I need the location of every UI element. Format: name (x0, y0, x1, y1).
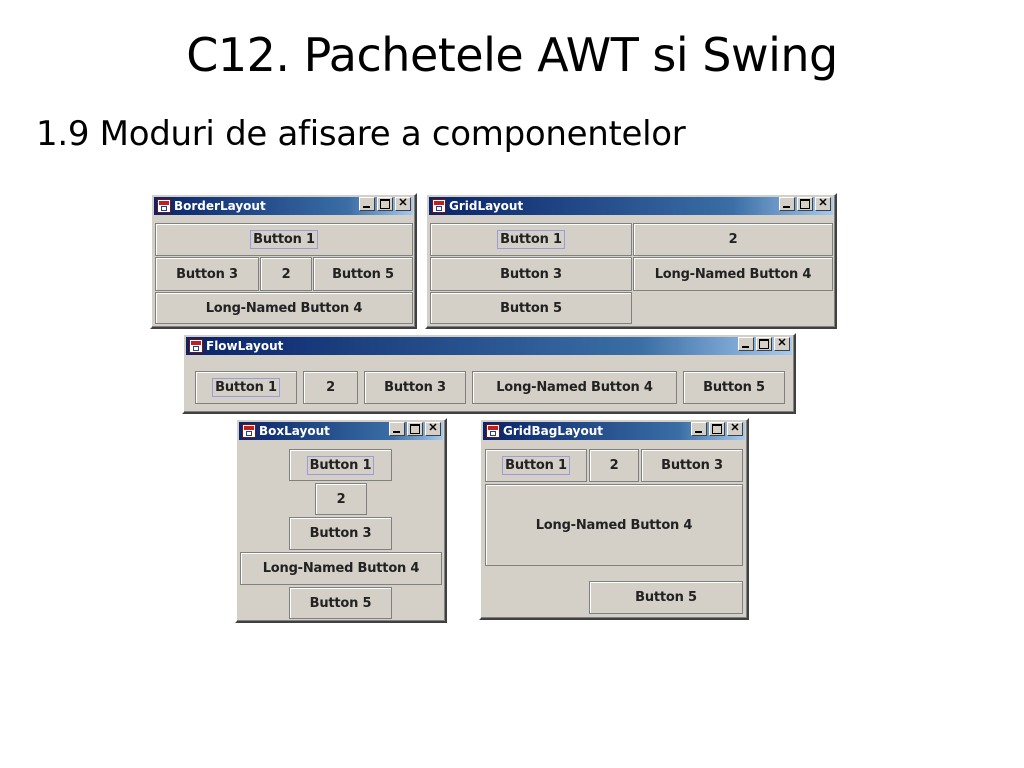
window-title: GridLayout (449, 199, 524, 213)
button-label: Button 3 (309, 526, 372, 541)
button-3[interactable]: Button 3 (430, 257, 632, 291)
java-app-icon (486, 424, 500, 438)
close-icon[interactable] (815, 197, 831, 211)
window-controls (738, 337, 790, 351)
button-3[interactable]: Button 3 (641, 449, 743, 482)
button-label: 2 (281, 266, 291, 282)
window-title: GridBagLayout (503, 424, 604, 438)
button-1[interactable]: Button 1 (430, 223, 632, 256)
button-2[interactable]: 2 (260, 257, 312, 291)
button-label: Button 1 (306, 455, 375, 475)
button-1[interactable]: Button 1 (155, 223, 413, 256)
window-controls (389, 422, 441, 436)
button-1[interactable]: Button 1 (485, 449, 587, 482)
close-icon[interactable] (425, 422, 441, 436)
button-label: Button 3 (384, 380, 446, 395)
long-named-button-4[interactable]: Long-Named Button 4 (633, 257, 833, 291)
button-5[interactable]: Button 5 (430, 292, 632, 324)
button-label: Button 5 (309, 595, 372, 611)
button-label: 2 (728, 232, 738, 247)
button-label: 2 (609, 458, 619, 473)
button-label: Long-Named Button 4 (535, 517, 693, 533)
window-title: BoxLayout (259, 424, 330, 438)
button-label: Button 5 (635, 590, 697, 605)
minimize-icon[interactable] (738, 337, 754, 351)
button-3[interactable]: Button 3 (364, 371, 466, 404)
long-named-button-4[interactable]: Long-Named Button 4 (240, 552, 442, 585)
java-app-icon (242, 424, 256, 438)
java-app-icon (432, 199, 446, 213)
button-2[interactable]: 2 (303, 371, 358, 404)
gridbaglayout-window: GridBagLayout Button 1 2 Button 3 Long-N… (479, 418, 749, 620)
gridlayout-window: GridLayout Button 1 2 Button 3 Long-Name… (425, 193, 837, 329)
button-label: Button 3 (176, 266, 238, 282)
button-1[interactable]: Button 1 (195, 371, 297, 404)
window-titlebar[interactable]: FlowLayout (186, 337, 792, 355)
minimize-icon[interactable] (359, 197, 375, 211)
button-5[interactable]: Button 5 (683, 371, 785, 404)
button-label: Button 3 (500, 266, 562, 282)
button-label: Long-Named Button 4 (496, 380, 653, 395)
maximize-icon[interactable] (377, 197, 393, 211)
boxlayout-window: BoxLayout Button 1 2 Button 3 Long-Named… (235, 418, 447, 623)
button-2[interactable]: 2 (589, 449, 639, 482)
button-label: Long-Named Button 4 (205, 300, 363, 316)
button-3[interactable]: Button 3 (155, 257, 259, 291)
slide-title: C12. Pachetele AWT si Swing (186, 28, 838, 82)
button-label: Button 3 (661, 458, 723, 473)
maximize-icon[interactable] (407, 422, 423, 436)
window-title: FlowLayout (206, 339, 284, 353)
maximize-icon[interactable] (756, 337, 772, 351)
window-controls (691, 422, 743, 436)
close-icon[interactable] (727, 422, 743, 436)
button-label: Button 1 (250, 230, 318, 249)
button-label: Button 1 (502, 456, 570, 475)
minimize-icon[interactable] (389, 422, 405, 436)
button-label: Button 5 (332, 266, 394, 282)
close-icon[interactable] (395, 197, 411, 211)
button-2[interactable]: 2 (315, 483, 367, 515)
close-icon[interactable] (774, 337, 790, 351)
maximize-icon[interactable] (709, 422, 725, 436)
button-2[interactable]: 2 (633, 223, 833, 256)
button-3[interactable]: Button 3 (289, 517, 392, 550)
button-5[interactable]: Button 5 (589, 581, 743, 614)
java-app-icon (157, 199, 171, 213)
borderlayout-window: BorderLayout Button 1 Button 3 2 Button … (150, 193, 417, 329)
button-label: Button 5 (500, 300, 562, 316)
maximize-icon[interactable] (797, 197, 813, 211)
button-5[interactable]: Button 5 (289, 587, 392, 619)
slide-subtitle: 1.9 Moduri de afisare a componentelor (36, 114, 686, 154)
long-named-button-4[interactable]: Long-Named Button 4 (485, 484, 743, 566)
button-label: Button 1 (212, 378, 280, 397)
window-titlebar[interactable]: GridBagLayout (483, 422, 745, 440)
window-title: BorderLayout (174, 199, 266, 213)
button-1[interactable]: Button 1 (289, 449, 392, 481)
button-label: Button 1 (497, 230, 565, 249)
long-named-button-4[interactable]: Long-Named Button 4 (155, 292, 413, 324)
long-named-button-4[interactable]: Long-Named Button 4 (472, 371, 677, 404)
button-label: Long-Named Button 4 (654, 266, 812, 282)
minimize-icon[interactable] (691, 422, 707, 436)
window-titlebar[interactable]: BorderLayout (154, 197, 413, 215)
minimize-icon[interactable] (779, 197, 795, 211)
button-label: Button 5 (703, 380, 765, 395)
window-controls (359, 197, 411, 211)
button-label: Long-Named Button 4 (262, 561, 420, 576)
window-titlebar[interactable]: GridLayout (429, 197, 833, 215)
button-5[interactable]: Button 5 (313, 257, 413, 291)
java-app-icon (189, 339, 203, 353)
flowlayout-window: FlowLayout Button 1 2 Button 3 Long-Name… (182, 333, 796, 414)
window-controls (779, 197, 831, 211)
button-label: 2 (336, 491, 346, 507)
button-label: 2 (326, 380, 335, 395)
